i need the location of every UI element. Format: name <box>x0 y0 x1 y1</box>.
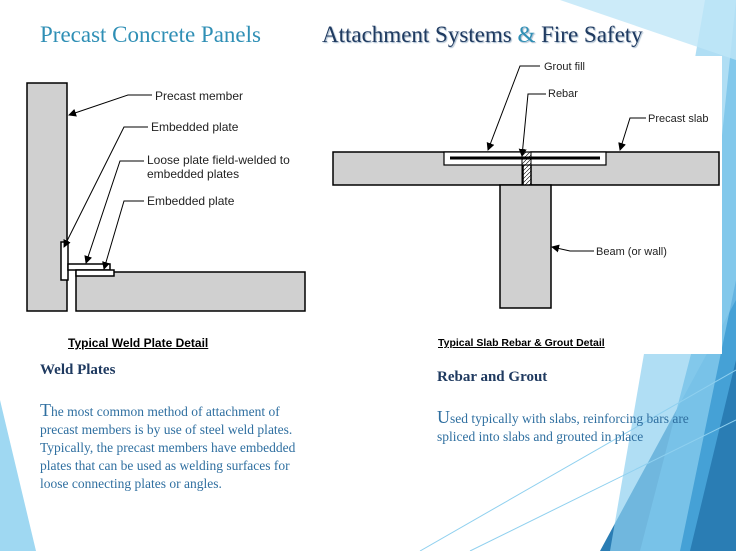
weld-plate-diagram: Precast member Embedded plate Loose plat… <box>24 77 308 353</box>
leader-precast-member <box>68 94 152 117</box>
rebar-grout-description: Used typically with slabs, reinforcing b… <box>437 408 699 446</box>
weld-plate-drawing <box>26 82 306 312</box>
caption-slab-rebar-detail: Typical Slab Rebar & Grout Detail <box>438 337 605 349</box>
embedded-plate-horizontal <box>75 269 115 277</box>
deco-line-1 <box>419 369 736 551</box>
leader-rebar <box>518 93 546 157</box>
precast-member-horizontal <box>75 271 306 312</box>
weld-plates-description: The most common method of attachment of … <box>40 401 312 493</box>
label-loose-plate-line2: embedded plates <box>147 167 240 181</box>
caption-weld-plate-detail: Typical Weld Plate Detail <box>68 336 209 350</box>
slab-rebar-drawing <box>332 65 720 309</box>
grout-joint <box>521 151 532 186</box>
heading-weld-plates: Weld Plates <box>40 362 116 378</box>
label-rebar: Rebar <box>548 88 578 100</box>
label-loose-plate-line1: Loose plate field-welded to <box>147 153 290 167</box>
label-beam: Beam (or wall) <box>596 246 667 258</box>
leader-grout-fill <box>486 65 540 151</box>
leader-beam <box>551 244 594 253</box>
label-embedded-plate-2: Embedded plate <box>147 194 235 208</box>
label-precast-member: Precast member <box>155 89 244 103</box>
leader-loose-plate <box>84 160 144 264</box>
label-precast-slab: Precast slab <box>648 113 709 125</box>
title-attachment-systems: Attachment Systems & Fire Safety <box>322 22 643 48</box>
loose-plate <box>67 263 111 271</box>
deco-line-2 <box>469 419 736 551</box>
embedded-plate-vertical <box>60 241 69 281</box>
title-right-part2: Fire Safety <box>535 22 643 47</box>
slab-rebar-diagram: Grout fill Rebar Precast slab Beam (or w… <box>330 56 722 354</box>
heading-rebar-and-grout: Rebar and Grout <box>437 369 548 385</box>
deco-right-mid <box>640 0 736 551</box>
leader-precast-slab <box>618 117 646 151</box>
weld-dropcap: T <box>40 400 51 420</box>
label-grout-fill: Grout fill <box>544 61 585 73</box>
leader-embedded-plate-1 <box>63 126 148 248</box>
deco-top-right <box>560 0 736 60</box>
beam-or-wall <box>499 184 552 309</box>
title-precast-panels: Precast Concrete Panels <box>40 22 261 47</box>
weld-body-rest: he most common method of attachment of p… <box>40 404 296 491</box>
leader-embedded-plate-2 <box>102 200 144 270</box>
rebar-dropcap: U <box>437 407 450 427</box>
title-ampersand: & <box>517 22 536 47</box>
label-embedded-plate-1: Embedded plate <box>151 120 239 134</box>
title-right-part1: Attachment Systems <box>322 22 518 47</box>
deco-left-wedge <box>0 400 36 551</box>
rebar-body-rest: sed typically with slabs, reinforcing ba… <box>437 411 689 444</box>
